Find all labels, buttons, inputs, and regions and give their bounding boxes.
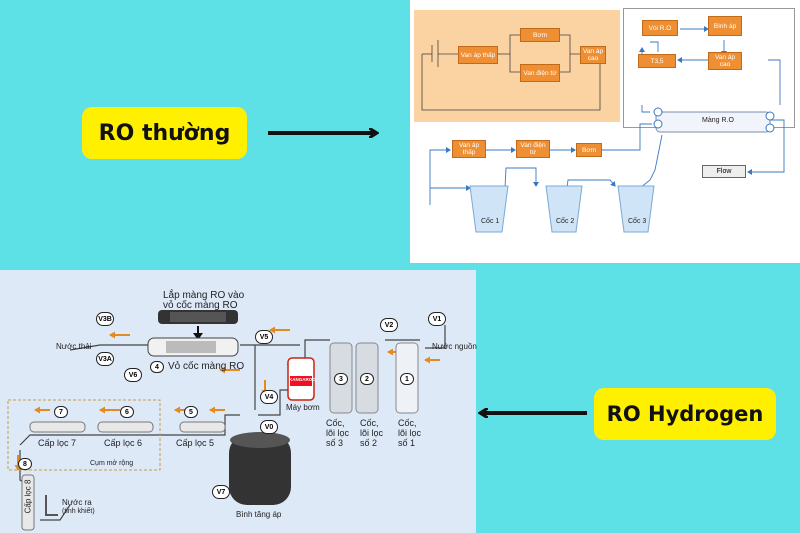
expand-cluster-frame xyxy=(7,399,161,471)
stage-2-number: 2 xyxy=(360,373,374,385)
stage-8-label: Cấp lọc 8 xyxy=(23,479,33,514)
membrane-note-line2: vỏ cốc màng RO xyxy=(163,300,238,311)
ro-normal-diagram: Van áp thấp Bơm Van điện từ Van áp cao V… xyxy=(410,0,800,263)
membrane-housing-number: 4 xyxy=(150,361,164,373)
cup-1-label: Cốc 1 xyxy=(481,218,500,225)
solenoid-valve-bottom: Van điện từ xyxy=(516,140,550,158)
pressure-tank-box: Bình áp xyxy=(708,16,742,36)
control-circuit-area xyxy=(414,10,620,122)
tds-box: T3,5 xyxy=(638,54,676,68)
stage-5-number: 5 xyxy=(184,406,198,418)
expand-cluster-label: Cụm mở rộng xyxy=(90,460,134,467)
valve-v5: V5 xyxy=(255,330,273,344)
flow-box: Flow xyxy=(702,165,746,178)
stage-8-number: 8 xyxy=(18,458,32,470)
low-pressure-valve-bottom: Van áp thấp xyxy=(452,140,486,158)
waste-water-label: Nước thải xyxy=(56,342,92,351)
valve-v1: V1 xyxy=(428,312,446,326)
valve-v4: V4 xyxy=(260,390,278,404)
stage-3-number: 3 xyxy=(334,373,348,385)
ro-hydrogen-lines xyxy=(7,310,446,531)
stage-3-line3: số 3 xyxy=(326,438,344,448)
pump-bottom: Bơm xyxy=(576,143,602,157)
pump-brand: KANGAROO xyxy=(289,377,316,382)
low-pressure-valve-top: Van áp thấp xyxy=(458,46,498,64)
high-pressure-valve-right: Van áp cao xyxy=(708,52,742,70)
solenoid-valve-top: Van điện từ xyxy=(520,64,560,82)
stage-5-label: Cấp lọc 5 xyxy=(176,438,215,448)
valve-v2: V2 xyxy=(380,318,398,332)
valve-v0: V0 xyxy=(260,420,278,434)
stage-1-number: 1 xyxy=(400,373,414,385)
membrane-housing-label: Vỏ cốc màng RO xyxy=(168,361,245,372)
cup-3-label: Cốc 3 xyxy=(628,218,647,225)
stage-6-label: Cấp lọc 6 xyxy=(104,438,143,448)
stage-6-number: 6 xyxy=(120,406,134,418)
membrane-label: Màng R.O xyxy=(702,117,734,124)
valve-v3a: V3A xyxy=(96,352,114,366)
ro-normal-label: RO thường xyxy=(82,107,247,159)
valve-v7: V7 xyxy=(212,485,230,499)
stage-7-number: 7 xyxy=(54,406,68,418)
pump-top: Bơm xyxy=(520,28,560,42)
stage-2-line2: lõi lọc xyxy=(360,428,384,438)
high-pressure-valve-top: Van áp cao xyxy=(580,46,606,64)
ro-normal-lines xyxy=(421,26,785,233)
valve-v3b: V3B xyxy=(96,312,114,326)
tank-label: Bình tăng áp xyxy=(236,510,282,519)
pump-label: Máy bơm xyxy=(286,403,320,412)
output-water-line2: (tinh khiết) xyxy=(62,508,95,515)
output-water-line1: Nước ra xyxy=(62,498,92,507)
stage-2-line1: Cốc, xyxy=(360,418,379,428)
stage-1-line3: số 1 xyxy=(398,438,416,448)
source-water-label: Nước nguồn xyxy=(432,342,477,351)
ro-hydrogen-diagram: Lắp màng RO vào vỏ cốc màng RO Nước thải… xyxy=(0,270,477,533)
ro-hydrogen-label: RO Hydrogen xyxy=(594,388,776,440)
ro-faucet-box: Vòi R.O xyxy=(642,20,678,36)
valve-v6: V6 xyxy=(124,368,142,382)
stage-1-line1: Cốc, xyxy=(398,418,417,428)
stage-1-line2: lõi lọc xyxy=(398,428,422,438)
stage-3-line2: lõi lọc xyxy=(326,428,350,438)
stage-7-label: Cấp lọc 7 xyxy=(38,438,77,448)
cup-2-label: Cốc 2 xyxy=(556,218,575,225)
stage-2-line3: số 2 xyxy=(360,438,378,448)
stage-3-line1: Cốc, xyxy=(326,418,345,428)
filter-cups xyxy=(469,185,655,233)
membrane-note-line1: Lắp màng RO vào xyxy=(163,290,245,301)
